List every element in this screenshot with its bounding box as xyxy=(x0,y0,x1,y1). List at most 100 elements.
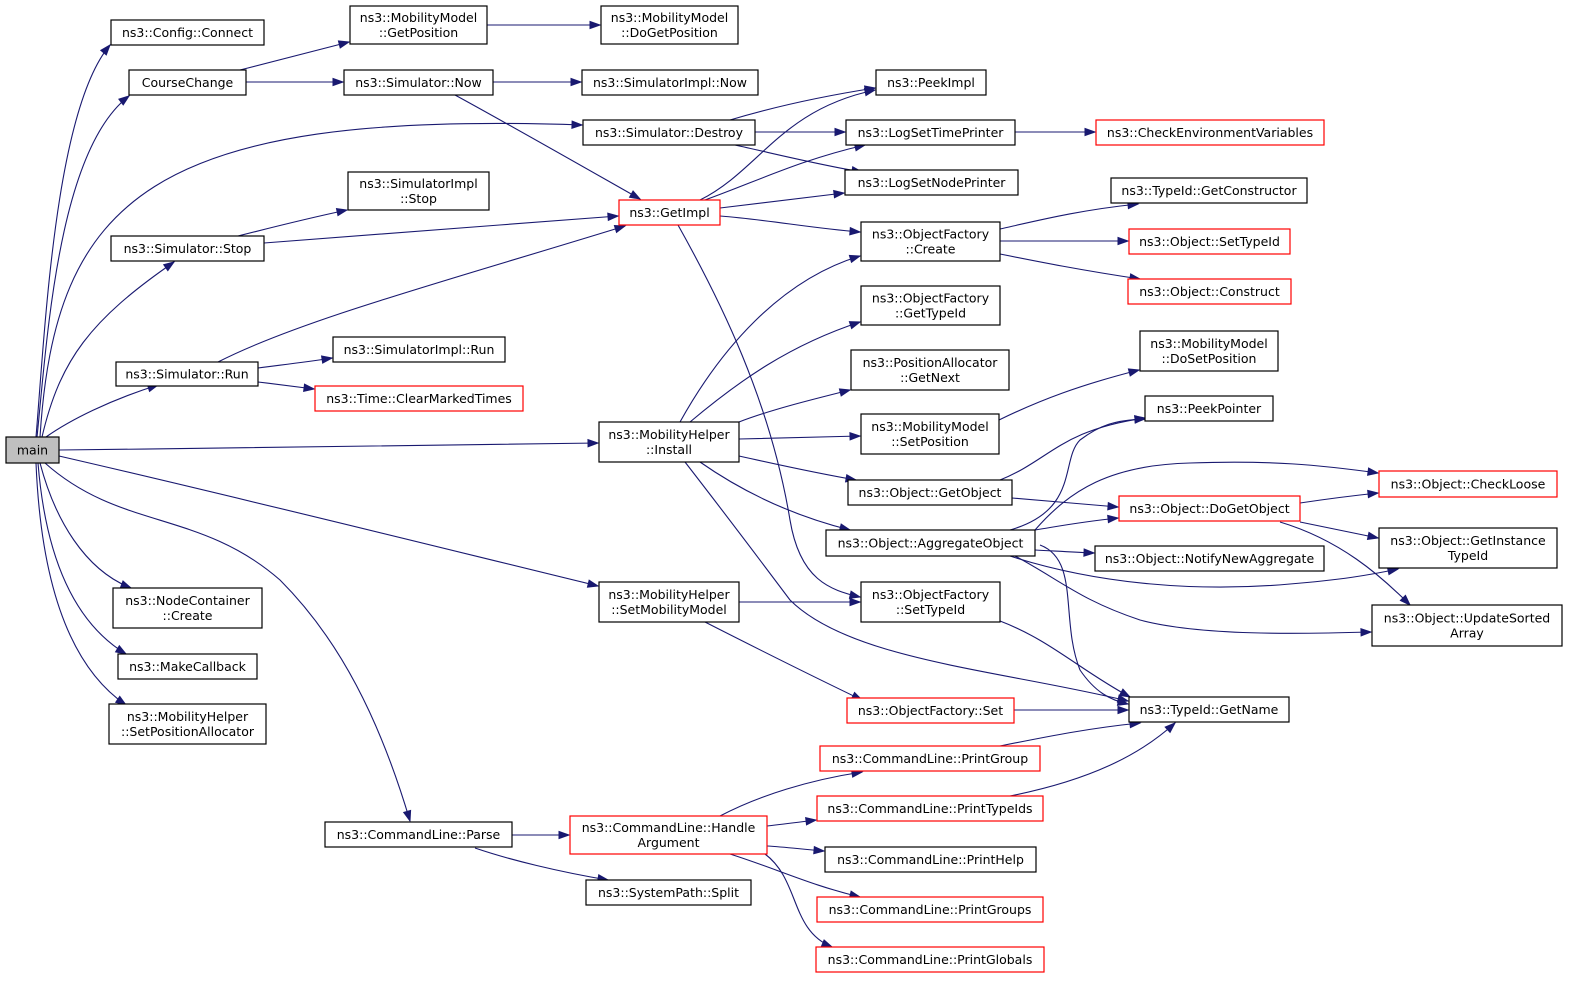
node-checkenv[interactable]: ns3::CheckEnvironmentVariables xyxy=(1095,119,1325,146)
edge-cl_parse-to-cl_handlearg xyxy=(512,830,571,840)
node-of-gettypeid[interactable]: ns3::ObjectFactory::GetTypeId xyxy=(860,285,1001,326)
node-label: main xyxy=(17,443,48,458)
node-box xyxy=(846,697,1015,724)
node-coursechange[interactable]: CourseChange xyxy=(128,69,247,96)
edge-obj_aggregate-to-peekpointer xyxy=(1009,415,1147,531)
node-sim-now[interactable]: ns3::Simulator::Now xyxy=(343,69,494,96)
node-obj-notify[interactable]: ns3::Object::NotifyNewAggregate xyxy=(1094,545,1325,572)
edge-mh_setmobilitymodel-to-of_set xyxy=(704,621,864,701)
node-mm-getposition[interactable]: ns3::MobilityModel::GetPosition xyxy=(349,5,488,45)
edge-of_create-to-typeid_getconstructor xyxy=(999,200,1140,230)
node-of-set[interactable]: ns3::ObjectFactory::Set xyxy=(846,697,1015,724)
node-label: ns3::Config::Connect xyxy=(122,25,253,40)
node-obj-construct[interactable]: ns3::Object::Construct xyxy=(1127,278,1292,305)
node-label: ns3::PositionAllocator xyxy=(863,355,999,370)
node-label: ::SetPosition xyxy=(891,434,969,449)
node-mm-dosetposition[interactable]: ns3::MobilityModel::DoSetPosition xyxy=(1139,330,1279,372)
node-label: TypeId xyxy=(1447,548,1488,563)
edge-coursechange-to-sim_now xyxy=(246,77,345,87)
node-label: ::SetTypeId xyxy=(896,602,965,617)
node-sim-run[interactable]: ns3::Simulator::Run xyxy=(115,361,259,387)
node-peekpointer[interactable]: ns3::PeekPointer xyxy=(1144,395,1274,422)
node-box xyxy=(1378,527,1558,569)
node-simimpl-run[interactable]: ns3::SimulatorImpl::Run xyxy=(332,336,506,363)
edge-sim_stop-to-simimpl_stop xyxy=(237,207,349,237)
node-label: ns3::ObjectFactory xyxy=(872,291,990,306)
node-label: ns3::Object::Construct xyxy=(1139,284,1280,299)
node-box xyxy=(332,336,506,363)
edge-main-to-nc_create xyxy=(39,462,133,589)
node-logsettimeprinter[interactable]: ns3::LogSetTimePrinter xyxy=(845,119,1016,146)
node-obj-checkloose[interactable]: ns3::Object::CheckLoose xyxy=(1378,470,1558,498)
edge-getimpl-to-logsetnodeprinter xyxy=(719,189,846,209)
node-obj-settypeid[interactable]: ns3::Object::SetTypeId xyxy=(1128,228,1291,255)
node-obj-aggregate[interactable]: ns3::Object::AggregateObject xyxy=(825,529,1036,557)
node-label: ns3::Object::GetInstance xyxy=(1390,533,1546,548)
node-obj-dogetobject[interactable]: ns3::Object::DoGetObject xyxy=(1118,495,1301,522)
node-simimpl-now[interactable]: ns3::SimulatorImpl::Now xyxy=(581,69,759,96)
node-label: ns3::LogSetNodePrinter xyxy=(858,175,1007,190)
node-box xyxy=(117,653,258,680)
node-label: ns3::TypeId::GetConstructor xyxy=(1121,183,1297,198)
node-obj-getobject[interactable]: ns3::Object::GetObject xyxy=(847,479,1013,506)
node-label: ns3::SimulatorImpl::Now xyxy=(593,75,747,90)
node-typeid-getname[interactable]: ns3::TypeId::GetName xyxy=(1128,696,1290,723)
node-box xyxy=(1127,278,1292,305)
edge-main-to-mh_setposalloc xyxy=(35,462,128,706)
node-getimpl[interactable]: ns3::GetImpl xyxy=(618,199,721,226)
node-label: ns3::TypeId::GetName xyxy=(1140,702,1279,717)
node-mm-setposition[interactable]: ns3::MobilityModel::SetPosition xyxy=(860,413,1000,455)
edge-getimpl-to-logsettimeprinter xyxy=(704,143,867,201)
node-cl-printgroups[interactable]: ns3::CommandLine::PrintGroups xyxy=(816,896,1044,923)
edge-cl_handlearg-to-cl_printtypeids xyxy=(766,817,818,827)
node-cl-printtypeids[interactable]: ns3::CommandLine::PrintTypeIds xyxy=(816,795,1044,822)
node-mm-dogetposition[interactable]: ns3::MobilityModel::DoGetPosition xyxy=(600,5,739,45)
node-label: ::SetMobilityModel xyxy=(611,602,727,617)
node-box xyxy=(569,815,768,855)
node-time-clear[interactable]: ns3::Time::ClearMarkedTimes xyxy=(314,385,524,412)
node-makecallback[interactable]: ns3::MakeCallback xyxy=(117,653,258,680)
node-sim-destroy[interactable]: ns3::Simulator::Destroy xyxy=(582,119,756,146)
node-box xyxy=(815,946,1045,973)
edge-mh_install-to-of_gettypeid xyxy=(689,321,862,423)
node-peekimpl[interactable]: ns3::PeekImpl xyxy=(875,69,987,96)
node-mh-setposalloc[interactable]: ns3::MobilityHelper::SetPositionAllocato… xyxy=(108,703,267,745)
node-cl-printhelp[interactable]: ns3::CommandLine::PrintHelp xyxy=(824,846,1037,873)
edge-obj_aggregate-to-obj_notify xyxy=(1034,548,1096,557)
node-box xyxy=(860,221,1001,262)
node-label: ns3::Simulator::Stop xyxy=(124,241,252,256)
node-cl-parse[interactable]: ns3::CommandLine::Parse xyxy=(324,821,513,848)
node-of-settypeid[interactable]: ns3::ObjectFactory::SetTypeId xyxy=(860,581,1001,623)
node-mh-install[interactable]: ns3::MobilityHelper::Install xyxy=(598,421,740,463)
node-of-create[interactable]: ns3::ObjectFactory::Create xyxy=(860,221,1001,262)
edge-obj_dogetobject-to-obj_checkloose xyxy=(1299,489,1380,504)
node-mh-setmobilitymodel[interactable]: ns3::MobilityHelper::SetMobilityModel xyxy=(598,581,740,623)
node-box xyxy=(860,581,1001,623)
node-label: ns3::GetImpl xyxy=(629,205,709,220)
edge-getimpl-to-peekimpl xyxy=(699,87,877,201)
node-typeid-getconstructor[interactable]: ns3::TypeId::GetConstructor xyxy=(1110,177,1308,204)
node-main[interactable]: main xyxy=(5,436,60,464)
node-label: ns3::CommandLine::Parse xyxy=(337,827,501,842)
node-pa-getnext[interactable]: ns3::PositionAllocator::GetNext xyxy=(850,349,1010,391)
node-simimpl-stop[interactable]: ns3::SimulatorImpl::Stop xyxy=(347,171,490,211)
node-nc-create[interactable]: ns3::NodeContainer::Create xyxy=(112,587,263,629)
edge-main-to-mh_install xyxy=(58,438,600,451)
node-cl-printglobals[interactable]: ns3::CommandLine::PrintGlobals xyxy=(815,946,1045,973)
node-label: ns3::CommandLine::PrintHelp xyxy=(837,852,1024,867)
node-logsetnodeprinter[interactable]: ns3::LogSetNodePrinter xyxy=(844,169,1019,196)
node-sp-split[interactable]: ns3::SystemPath::Split xyxy=(585,879,752,906)
node-config-connect[interactable]: ns3::Config::Connect xyxy=(110,19,265,46)
node-box xyxy=(110,235,265,262)
node-sim-stop[interactable]: ns3::Simulator::Stop xyxy=(110,235,265,262)
node-cl-printgroup[interactable]: ns3::CommandLine::PrintGroup xyxy=(819,745,1041,772)
node-box xyxy=(618,199,721,226)
node-box xyxy=(343,69,494,96)
node-box xyxy=(825,529,1036,557)
edge-obj_aggregate-to-obj_checkloose xyxy=(1034,461,1380,531)
edge-layer xyxy=(35,20,1412,948)
edge-cl_printtypeids-to-typeid_getname xyxy=(1009,722,1177,797)
